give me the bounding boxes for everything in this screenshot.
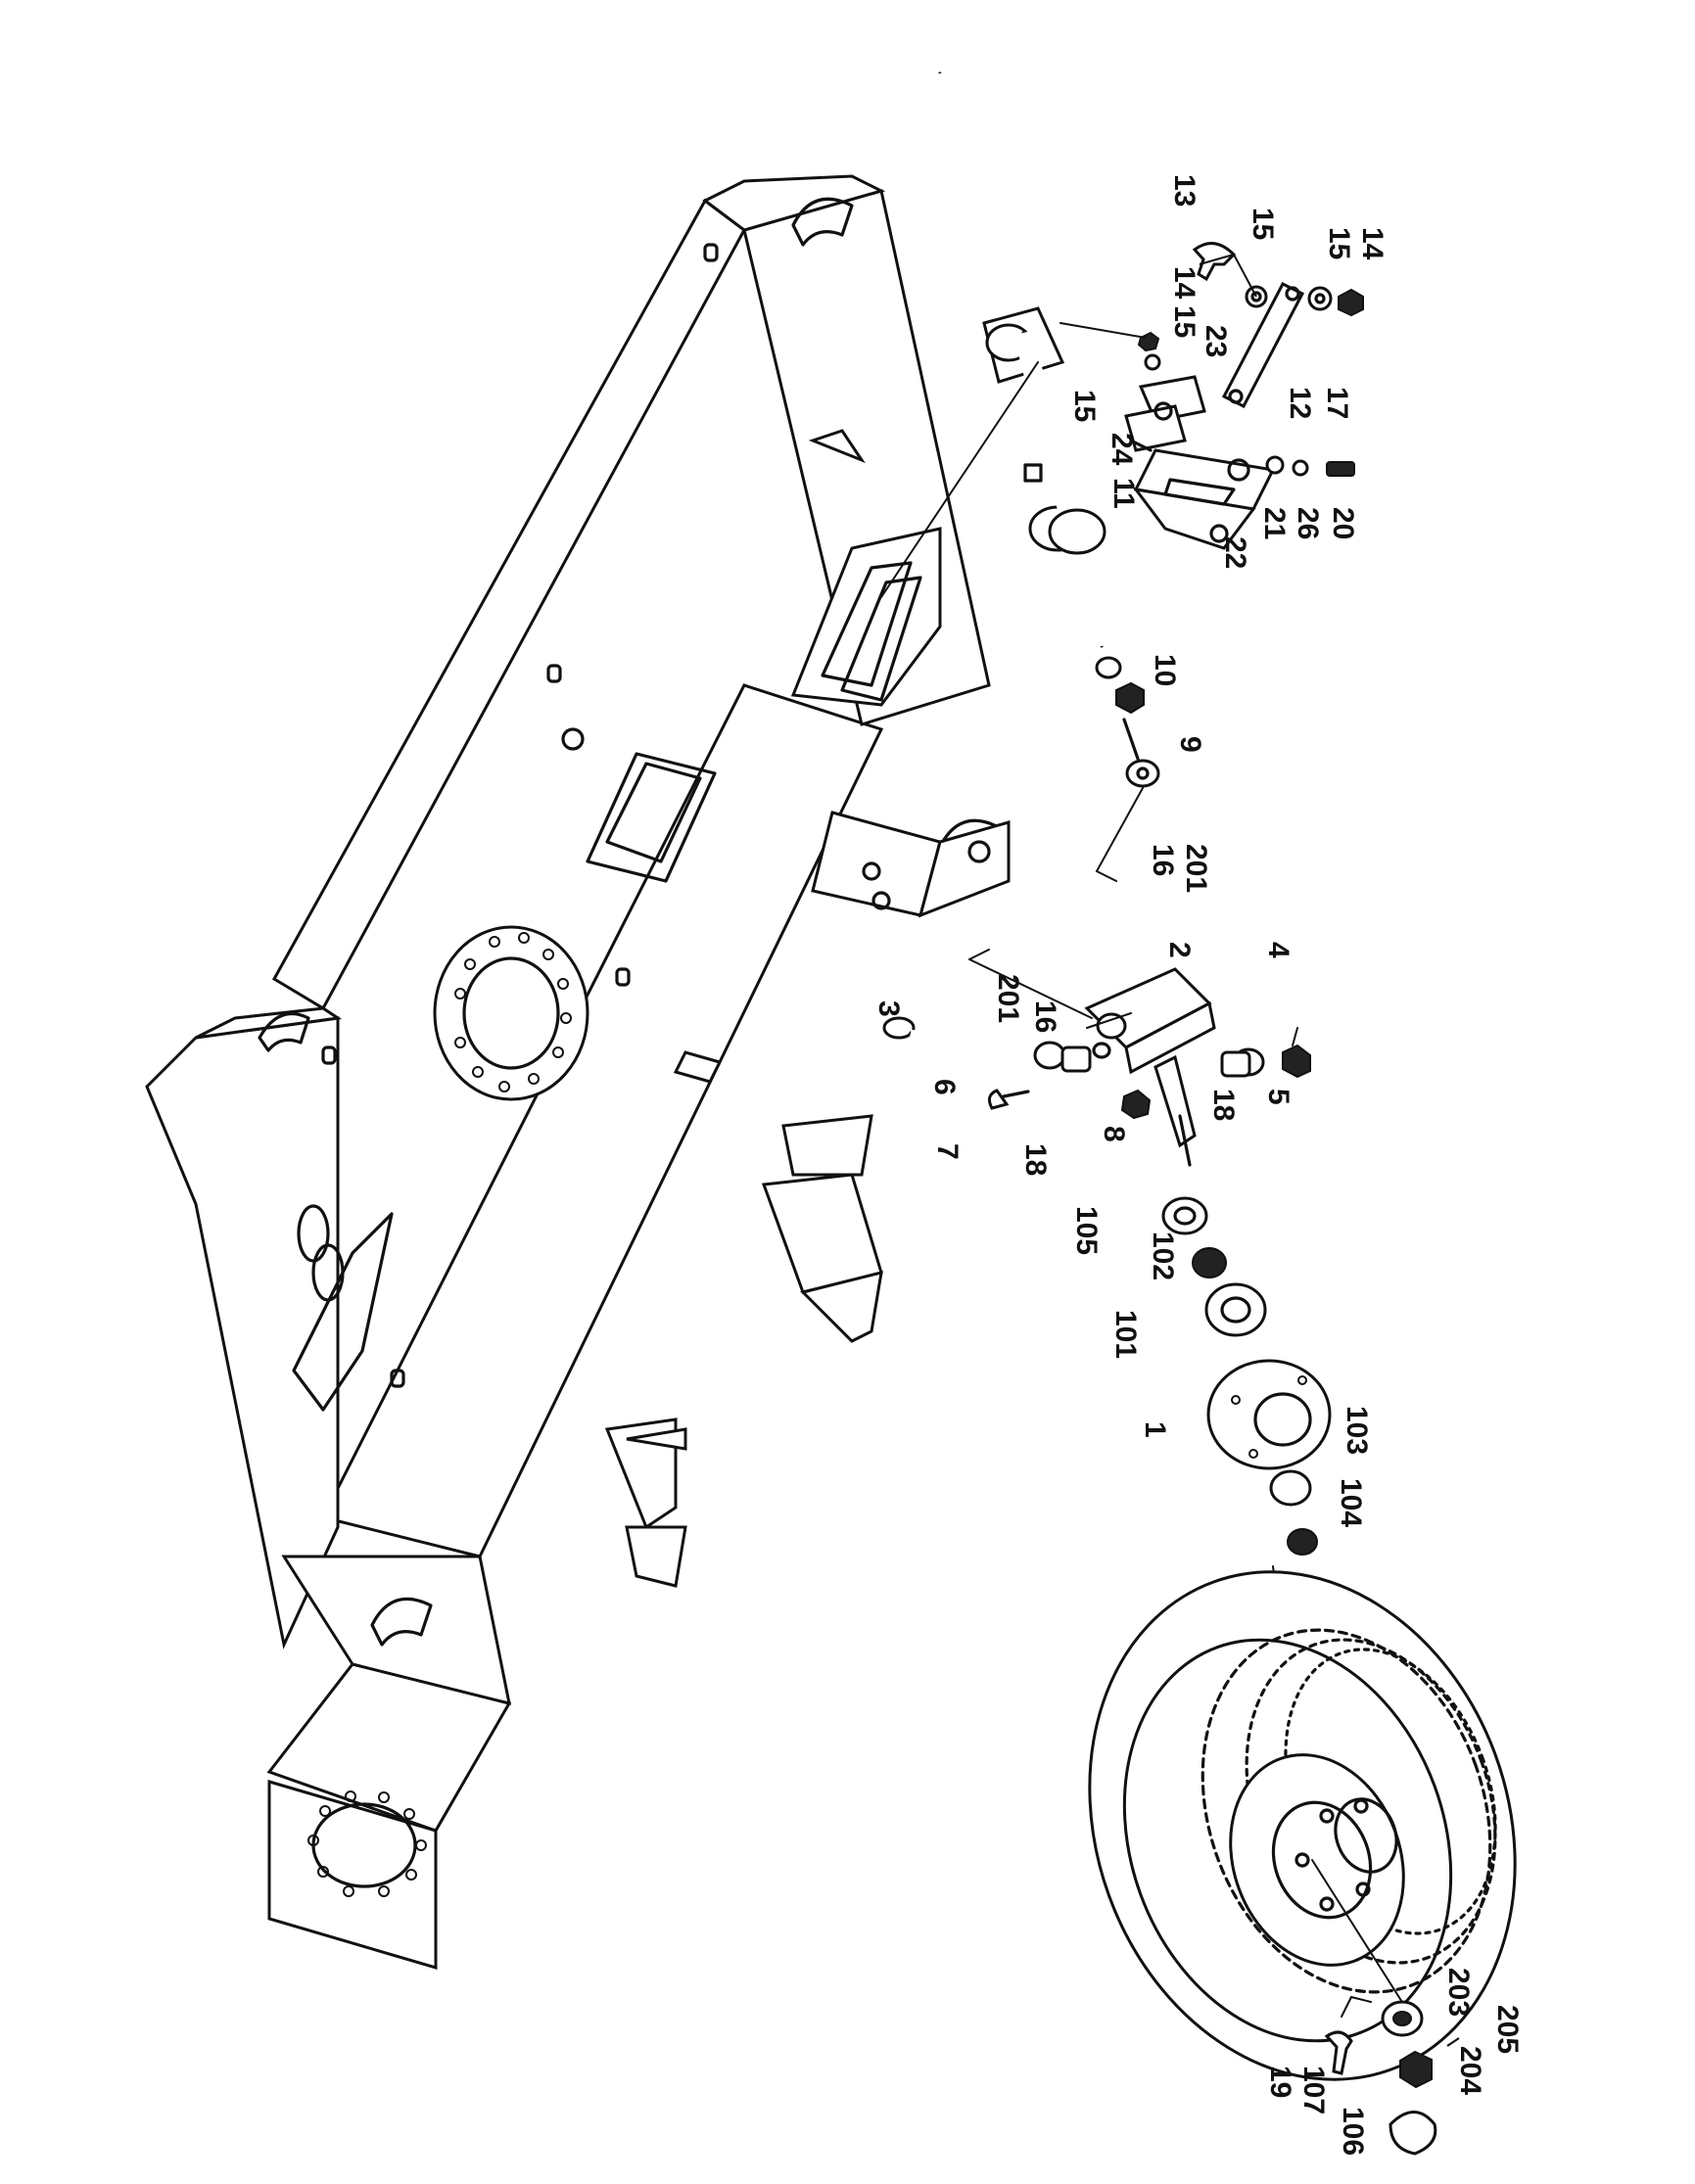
part-label-26: 26 [1292, 507, 1324, 539]
part-label-17: 17 [1321, 387, 1353, 419]
part-label-18: 18 [1207, 1089, 1240, 1121]
part-label-6: 6 [928, 1079, 961, 1095]
part-label-7: 7 [931, 1143, 964, 1160]
part-label-8: 8 [1098, 1126, 1130, 1142]
part-label-201: 201 [1180, 844, 1212, 893]
part-label-106: 106 [1337, 2107, 1369, 2156]
part-label-23: 23 [1200, 325, 1232, 357]
strap-12 [1221, 281, 1305, 409]
rod-end-9-10 [1096, 681, 1160, 882]
part-label-16: 16 [1029, 1000, 1061, 1033]
part-label-10: 10 [1149, 654, 1181, 686]
part-label-205: 205 [1491, 2005, 1524, 2054]
part-label-24: 24 [1106, 433, 1138, 466]
part-label-3: 3 [872, 1000, 905, 1017]
part-label-204: 204 [1454, 2046, 1486, 2095]
part-label-2: 2 [1163, 942, 1196, 958]
part-label-15: 15 [1323, 227, 1355, 259]
part-label-1: 1 [1139, 1421, 1171, 1438]
part-label-21: 21 [1258, 507, 1291, 539]
part-label-107: 107 [1297, 2066, 1330, 2114]
part-label-14: 14 [1168, 266, 1201, 300]
part-label-203: 203 [1442, 1968, 1475, 2017]
axle-tie-rod-assembly [880, 71, 1122, 679]
strap-hardware [1059, 242, 1364, 477]
bracket-22 [1132, 448, 1276, 550]
part-label-20: 20 [1327, 507, 1359, 539]
part-label-102: 102 [1147, 1231, 1179, 1280]
part-label-18: 18 [1019, 1143, 1052, 1176]
hub-assembly [1161, 1196, 1332, 1606]
part-label-4: 4 [1262, 942, 1295, 958]
part-label-101: 101 [1109, 1310, 1142, 1359]
part-label-5: 5 [1262, 1089, 1295, 1105]
part-label-105: 105 [1070, 1206, 1103, 1255]
part-label-19: 19 [1264, 2066, 1296, 2098]
part-label-12: 12 [1284, 387, 1316, 419]
part-label-15: 15 [1068, 390, 1101, 422]
part-label-22: 22 [1219, 536, 1251, 569]
wheel-hardware [1324, 1996, 1460, 2156]
clip-23-24 [1124, 375, 1206, 452]
spindle-2 [968, 949, 1216, 1167]
turntable-flange [433, 925, 589, 1101]
part-label-9: 9 [1174, 736, 1206, 753]
part-label-13: 13 [1168, 174, 1201, 207]
part-number-labels: 13 15 15 14 14 15 23 15 24 11 12 17 22 2… [872, 174, 1524, 2156]
part-label-104: 104 [1335, 1478, 1367, 1527]
part-label-16: 16 [1147, 844, 1179, 876]
part-label-15: 15 [1247, 208, 1279, 240]
part-label-11: 11 [1107, 478, 1140, 509]
end-plate-bolt-holes [307, 1790, 427, 1897]
part-label-15: 15 [1168, 305, 1201, 338]
chassis-frame [145, 174, 1011, 1971]
part-label-201: 201 [992, 974, 1024, 1023]
part-label-14: 14 [1356, 227, 1389, 260]
wheel-tire [1088, 1570, 1517, 2081]
part-label-103: 103 [1341, 1406, 1373, 1455]
kingpin-3 [882, 1016, 1311, 1120]
